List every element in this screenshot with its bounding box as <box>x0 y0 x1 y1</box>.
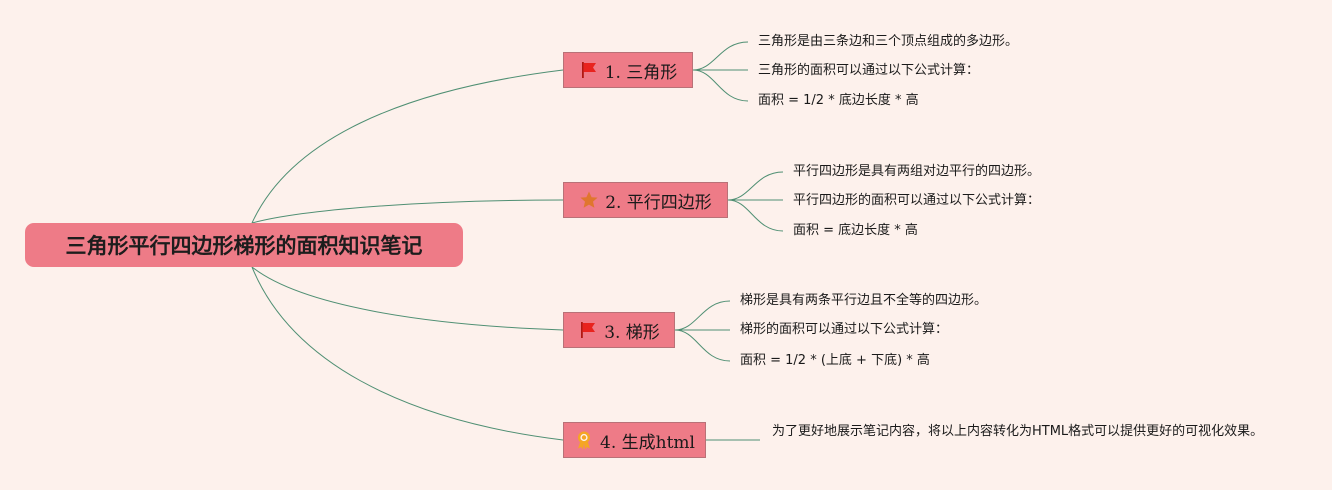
connector-branch-3-note-1 <box>674 300 731 331</box>
branch-label: 2. 平行四边形 <box>605 192 712 213</box>
connector-root-branch-1 <box>251 69 564 224</box>
branch-topic-2[interactable]: 2. 平行四边形 <box>563 182 728 218</box>
note-2-2: 平行四边形的面积可以通过以下公式计算： <box>793 193 1041 208</box>
connector-root-branch-2 <box>251 199 564 224</box>
connector-branch-1-note-3 <box>692 69 749 102</box>
branch-topic-4[interactable]: 4. 生成html <box>563 422 706 458</box>
note-1-3: 面积 = 1/2 * 底边长度 * 高 <box>758 93 919 108</box>
branch-topic-1[interactable]: 1. 三角形 <box>563 52 693 88</box>
connector-branch-1-note-1 <box>692 41 749 71</box>
branch-label: 1. 三角形 <box>604 62 678 83</box>
star-icon <box>579 190 599 210</box>
award-ribbon-icon <box>574 430 594 450</box>
note-3-2: 梯形的面积可以通过以下公式计算： <box>740 322 949 337</box>
connector-root-branch-3 <box>251 266 564 331</box>
branch-label: 4. 生成html <box>600 432 695 453</box>
connector-branch-2-note-3 <box>727 199 784 232</box>
branch-label: 3. 梯形 <box>604 322 660 343</box>
note-1-1: 三角形是由三条边和三个顶点组成的多边形。 <box>758 34 1019 49</box>
root-title: 三角形平行四边形梯形的面积知识笔记 <box>65 234 423 258</box>
red-flag-icon <box>578 320 598 340</box>
connector-branch-3-note-3 <box>674 329 731 362</box>
note-2-1: 平行四边形是具有两组对边平行的四边形。 <box>793 164 1041 179</box>
note-1-2: 三角形的面积可以通过以下公式计算： <box>758 63 980 78</box>
connector-root-branch-4 <box>251 266 564 441</box>
note-3-3: 面积 = 1/2 * (上底 + 下底) * 高 <box>740 353 930 368</box>
red-flag-icon <box>579 60 599 80</box>
note-3-1: 梯形是具有两条平行边且不全等的四边形。 <box>740 293 988 308</box>
branch-topic-3[interactable]: 3. 梯形 <box>563 312 675 348</box>
connector-branch-2-note-1 <box>727 171 784 201</box>
note-4-1: 为了更好地展示笔记内容，将以上内容转化为HTML格式可以提供更好的可视化效果。 <box>772 424 1264 439</box>
note-2-3: 面积 = 底边长度 * 高 <box>793 223 918 238</box>
root-topic[interactable]: 三角形平行四边形梯形的面积知识笔记 <box>25 223 463 267</box>
